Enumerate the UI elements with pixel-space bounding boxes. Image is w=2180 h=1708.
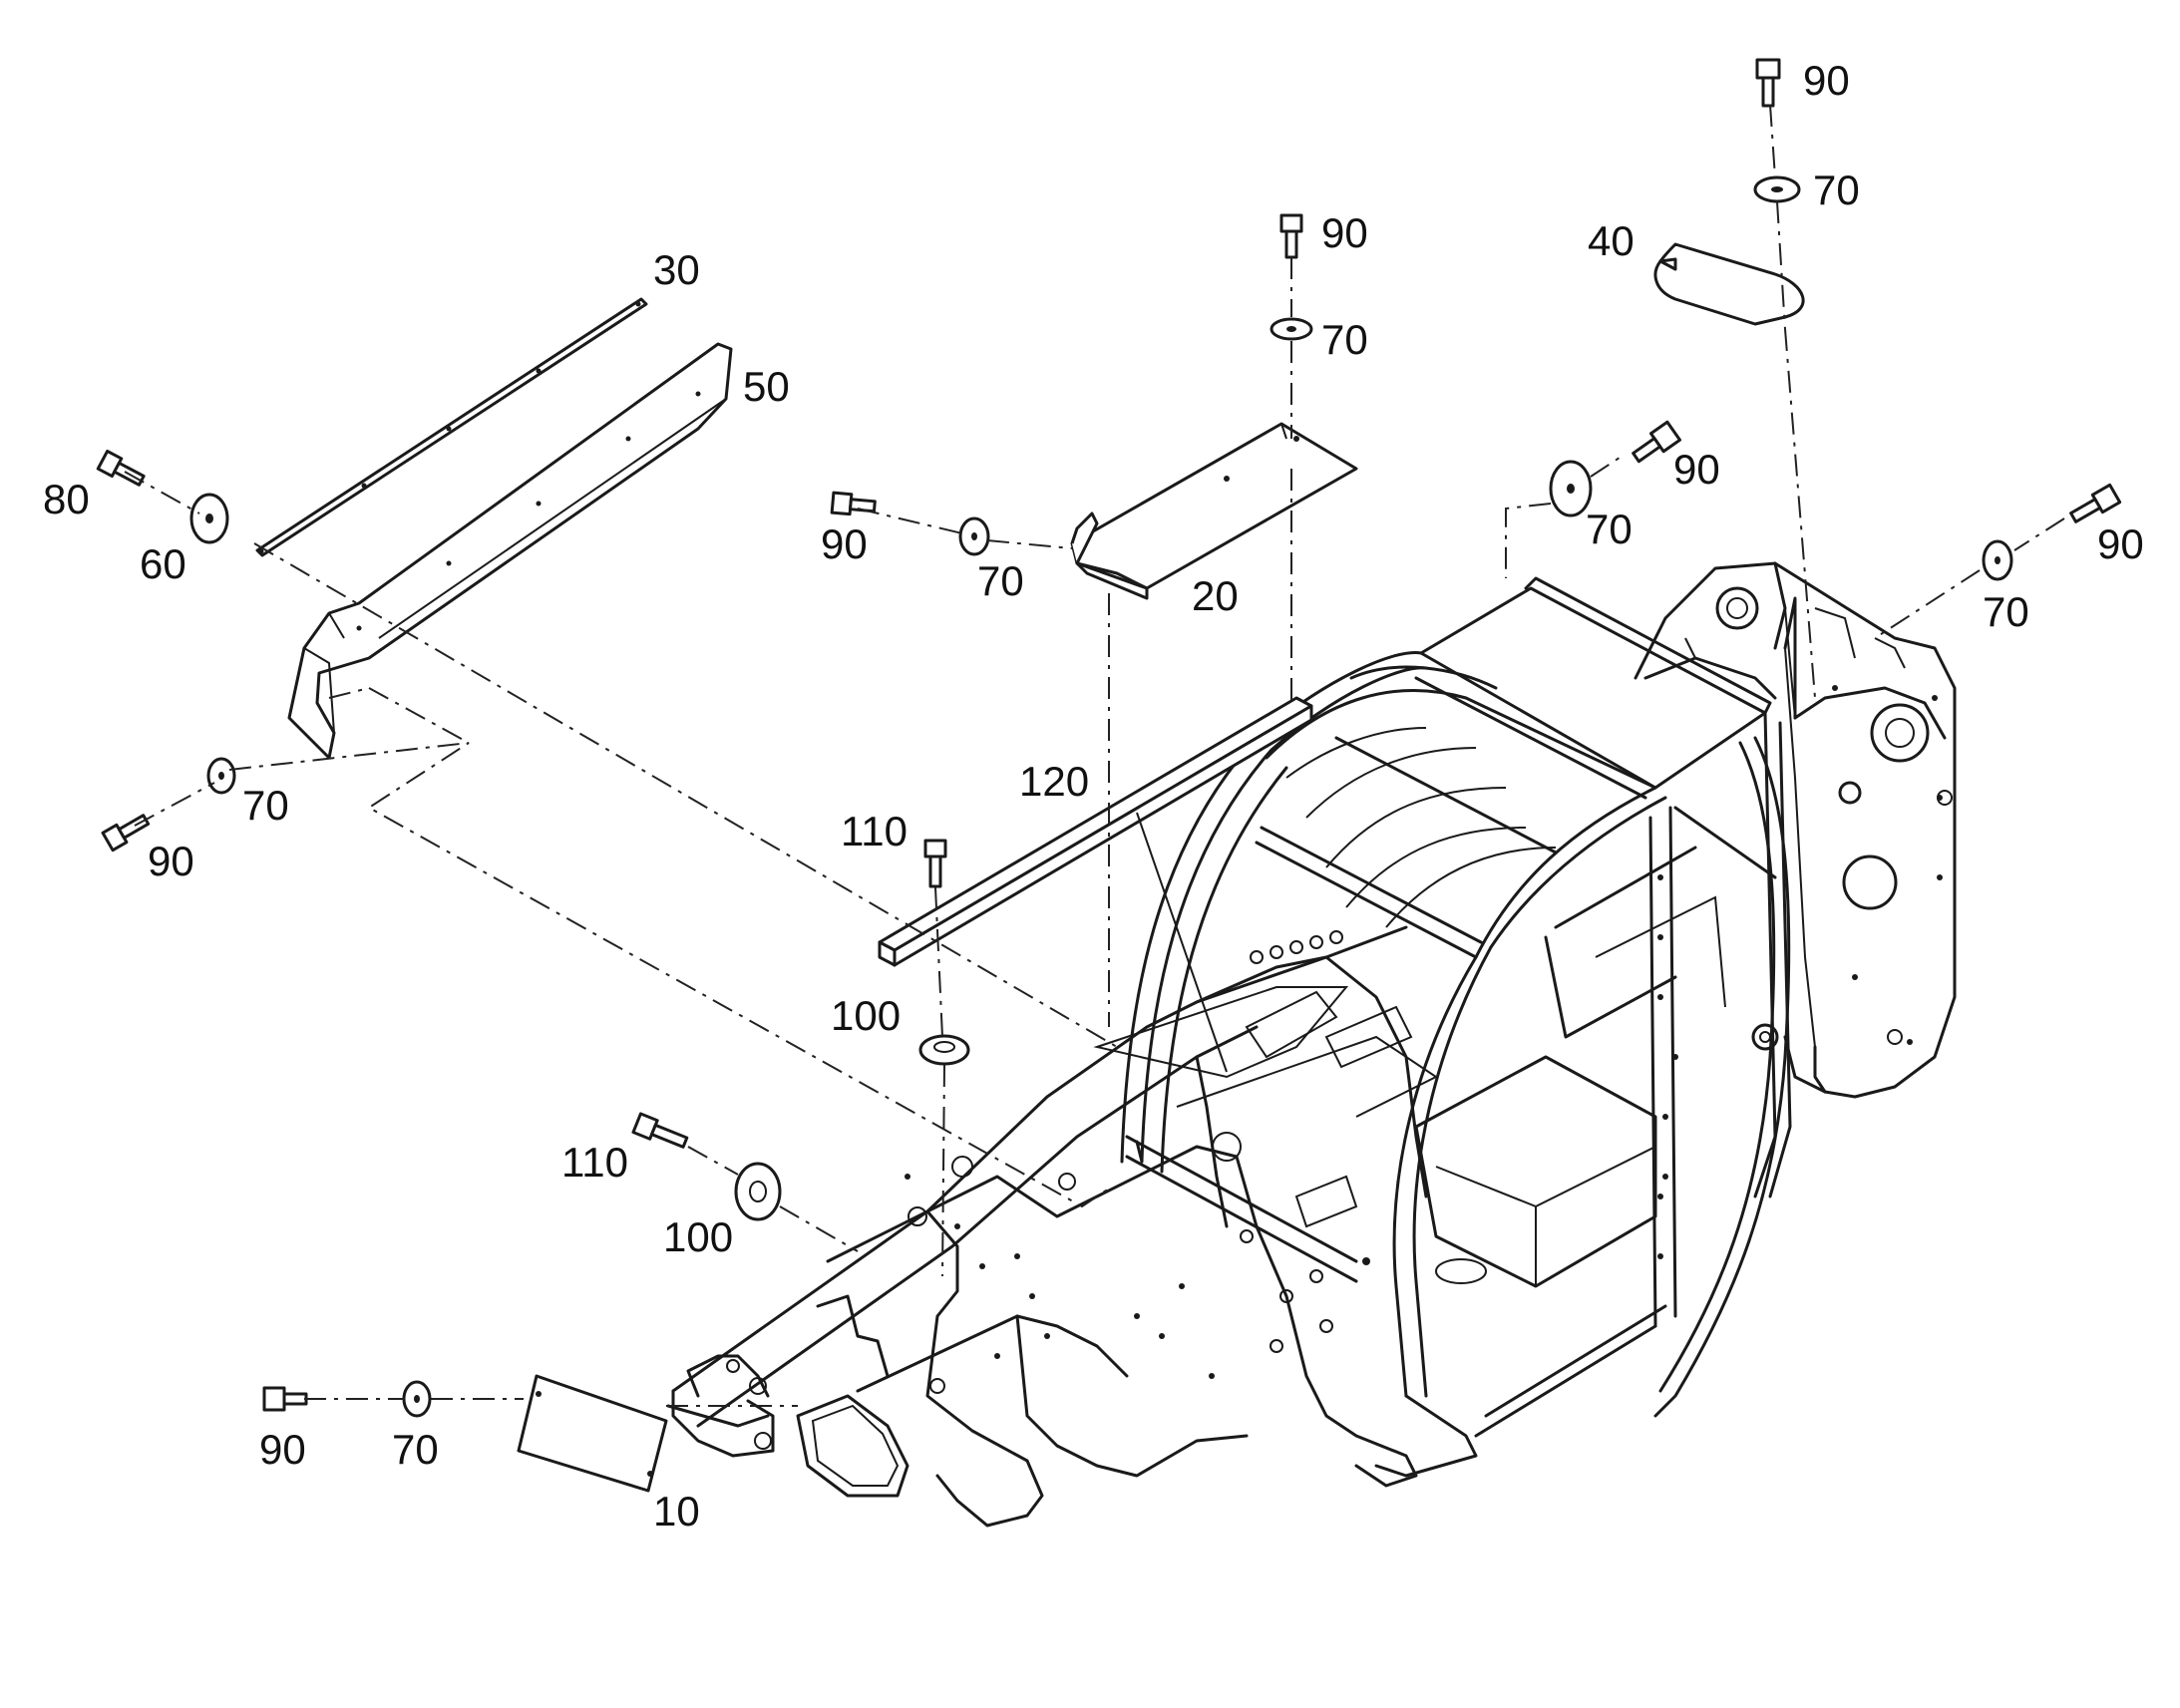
chassis-frame xyxy=(666,925,1438,1528)
label-20: 20 xyxy=(1192,572,1239,619)
label-70-mid: 70 xyxy=(977,557,1024,604)
label-40: 40 xyxy=(1588,217,1635,264)
label-80: 80 xyxy=(43,476,90,522)
label-70-bottom: 70 xyxy=(392,1426,439,1473)
washer-70-bottom xyxy=(402,1380,432,1418)
washer-60 xyxy=(189,493,229,544)
label-60: 60 xyxy=(140,540,186,587)
label-110-lower: 110 xyxy=(561,1139,628,1186)
label-70-top-center: 70 xyxy=(1321,316,1368,363)
bolt-90-mid xyxy=(830,491,877,516)
part-50-side-panel xyxy=(287,342,733,760)
bolt-90-top-center xyxy=(1279,213,1303,259)
bolt-110-vertical xyxy=(923,839,947,888)
label-100-upper: 100 xyxy=(831,992,901,1039)
label-120: 120 xyxy=(1019,758,1089,805)
label-70-right: 70 xyxy=(1983,588,2029,635)
rear-pivot-panel xyxy=(1634,561,1957,1099)
part-120-bar xyxy=(878,696,1313,967)
label-50: 50 xyxy=(743,363,790,410)
label-90-cab: 90 xyxy=(1673,446,1720,493)
assembly-lines xyxy=(124,104,2065,1407)
part-40-oval-cover xyxy=(1653,242,1805,326)
label-90-right: 90 xyxy=(2097,520,2144,567)
washer-70-left xyxy=(206,757,236,795)
bolt-110-angled xyxy=(631,1112,689,1149)
bolts xyxy=(96,58,2122,1412)
label-10: 10 xyxy=(653,1488,700,1535)
label-30: 30 xyxy=(653,246,700,293)
bolt-90-left xyxy=(101,814,151,853)
part-20-cover-plate xyxy=(1070,422,1358,600)
label-90-top-right: 90 xyxy=(1803,57,1850,104)
bolt-90-cab xyxy=(1632,420,1682,464)
label-70-top-right: 70 xyxy=(1813,167,1860,213)
washer-70-mid xyxy=(958,516,990,556)
washer-100-lower xyxy=(734,1162,782,1221)
label-70-left: 70 xyxy=(242,782,289,829)
bolt-90-top-right xyxy=(1755,58,1781,108)
washers xyxy=(189,175,2013,1418)
bolt-90-right xyxy=(2069,483,2122,523)
label-110-upper: 110 xyxy=(841,808,908,854)
label-70-cab: 70 xyxy=(1586,506,1633,552)
leader-120 xyxy=(1136,812,1228,1073)
washer-70-cab xyxy=(1549,460,1593,517)
part-10-plate xyxy=(517,1374,668,1493)
label-90-bottom: 90 xyxy=(259,1426,306,1473)
cab-cage xyxy=(1120,576,1792,1478)
label-90-left: 90 xyxy=(148,838,194,884)
washer-100-upper xyxy=(918,1034,970,1066)
label-90-top-center: 90 xyxy=(1321,209,1368,256)
part-30-strip xyxy=(255,297,648,557)
label-90-mid: 90 xyxy=(821,520,868,567)
washer-70-top-right xyxy=(1753,175,1801,203)
label-100-lower: 100 xyxy=(663,1213,733,1260)
bolt-90-bottom xyxy=(262,1386,308,1412)
callout-labels: 10 20 30 40 50 60 70 70 70 70 70 70 70 8… xyxy=(43,57,2144,1535)
washer-70-top-center xyxy=(1270,317,1313,341)
bolt-80 xyxy=(96,449,146,487)
washer-70-right xyxy=(1982,539,2013,581)
